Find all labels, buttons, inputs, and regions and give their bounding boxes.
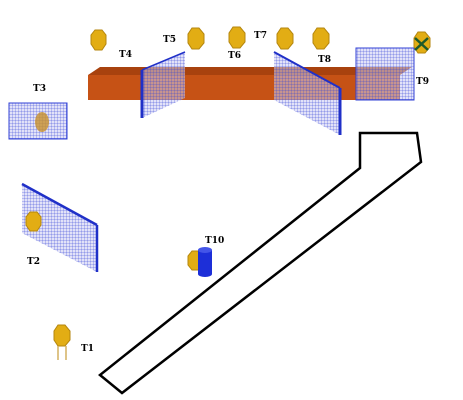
mesh-panel: [274, 52, 340, 135]
cylinder-bottom: [198, 271, 212, 277]
label-t1: T1: [81, 344, 94, 354]
panel-t2: [21, 182, 99, 272]
beam-front-face: [88, 75, 400, 100]
mesh-panel: [22, 184, 97, 272]
panel-edge: [273, 51, 341, 89]
label-t8: T8: [318, 55, 331, 65]
track-outline: [98, 131, 423, 395]
label-t4: T4: [119, 50, 132, 60]
x-marker-icon: [414, 37, 429, 51]
target-octagon-t6: [228, 26, 246, 49]
target-octagon: [25, 211, 42, 232]
target-octagon-t4: [90, 29, 107, 51]
top-targets: [90, 26, 431, 54]
panel-edge: [141, 51, 186, 71]
mesh-panel: [355, 47, 415, 101]
label-t9: T9: [416, 77, 429, 87]
target-t10: [187, 247, 212, 277]
target-t1: [53, 324, 71, 360]
label-t2: T2: [27, 257, 40, 267]
target-octagon-t7: [276, 27, 294, 50]
target-octagon-t5: [187, 27, 205, 50]
panel-t7: [273, 51, 342, 135]
mesh-panel: [142, 52, 185, 118]
cylinder-body: [198, 250, 212, 274]
panel-t5: [140, 51, 186, 118]
panel-t3: [8, 102, 68, 140]
target-disc: [35, 112, 49, 132]
label-t5: T5: [163, 35, 176, 45]
panel-edge: [21, 182, 98, 227]
label-t7: T7: [254, 31, 267, 41]
target-labels: T1 T2 T3 T4 T5 T6 T7 T8 T9 T10: [27, 31, 429, 354]
label-t6: T6: [228, 51, 241, 61]
label-t3: T3: [33, 84, 46, 94]
label-t10: T10: [205, 236, 224, 246]
panel-t9: [355, 47, 415, 101]
cylinder-top: [198, 247, 212, 253]
target-octagon: [53, 324, 71, 347]
target-octagon-t8: [312, 27, 330, 50]
